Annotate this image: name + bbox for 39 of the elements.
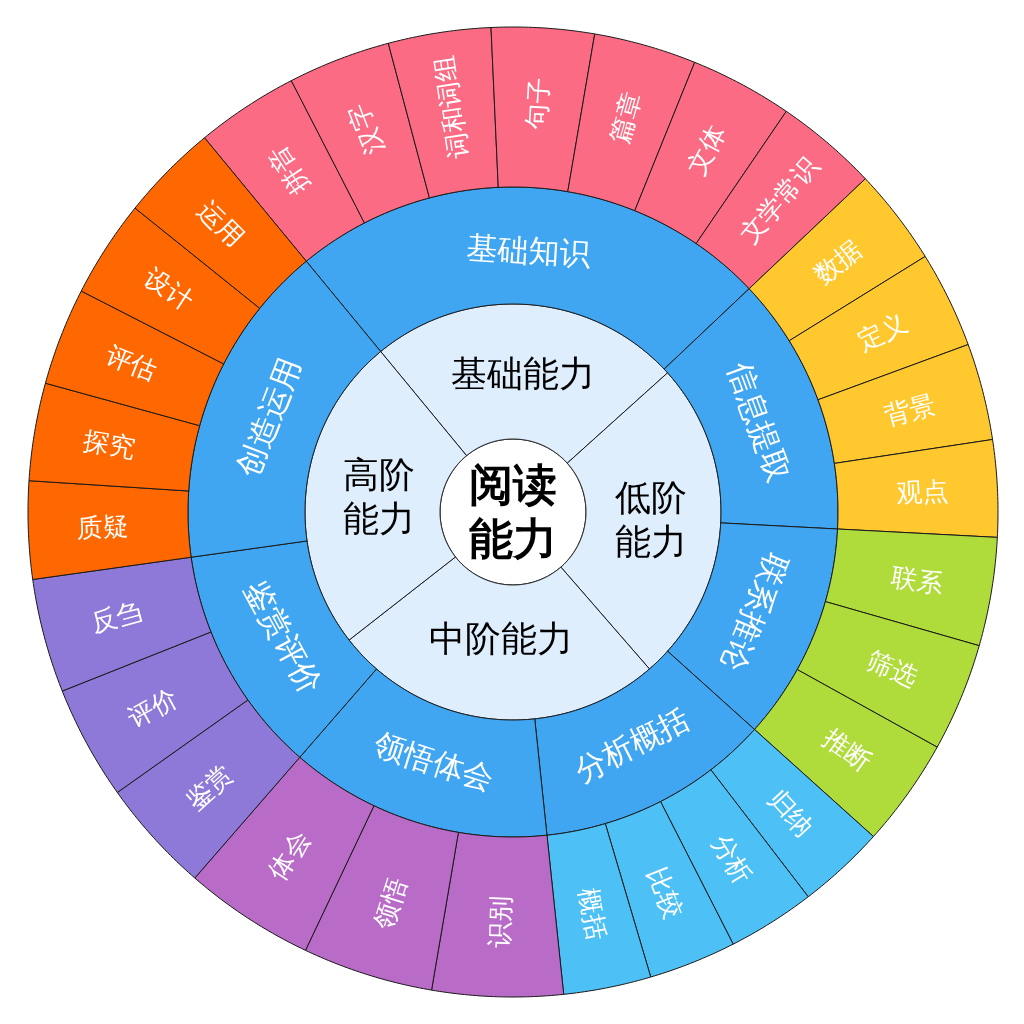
segment-label: 识别	[486, 895, 514, 949]
segment-label: 篇章	[605, 89, 645, 147]
segment-label: 词和词组	[429, 53, 472, 161]
segment-label: 设计	[140, 263, 198, 315]
segment-label: 筛选	[862, 646, 921, 691]
segment-label: 高阶能力	[341, 453, 416, 542]
segment-label: 领悟	[369, 874, 410, 932]
segment-label: 创造运用	[231, 353, 306, 481]
segment-label: 推断	[818, 724, 876, 776]
segment-label: 汉字	[344, 100, 388, 159]
segment-label: 中阶能力	[428, 621, 573, 658]
segment-label: 质疑	[76, 513, 130, 542]
segment-label: 鉴赏	[181, 760, 238, 815]
segment-label: 领悟体会	[370, 728, 498, 796]
segment-label: 探究	[80, 426, 137, 462]
segment-label: 分析概括	[569, 703, 695, 788]
segment-label: 联系推论	[717, 549, 794, 676]
segment-label: 运用	[193, 196, 249, 252]
segment-label: 体会	[263, 826, 314, 885]
segment-label: 鉴赏评价	[239, 575, 326, 699]
segment-label: 低阶能力	[613, 476, 688, 565]
segment-label: 反刍	[88, 597, 146, 637]
segment-label: 定义	[852, 309, 911, 356]
segment-label: 观点	[895, 477, 950, 507]
segment-label: 评价	[123, 683, 182, 732]
center-label: 阅读能力	[468, 458, 558, 566]
segment-label: 概括	[575, 886, 611, 943]
segment-label: 文体	[682, 121, 731, 180]
segment-label: 拼音	[262, 140, 313, 199]
segment-label: 联系	[889, 562, 946, 597]
segment-label: 评估	[101, 341, 160, 385]
segment-label: 比较	[643, 863, 687, 922]
segment-label: 分析	[706, 829, 757, 888]
segment-label: 背景	[881, 390, 939, 430]
segment-label: 句子	[523, 76, 553, 130]
segment-label: 基础能力	[451, 356, 596, 393]
segment-label: 归纳	[764, 785, 819, 841]
segment-label: 信息提取	[722, 358, 795, 486]
segment-label: 基础知识	[466, 231, 593, 270]
